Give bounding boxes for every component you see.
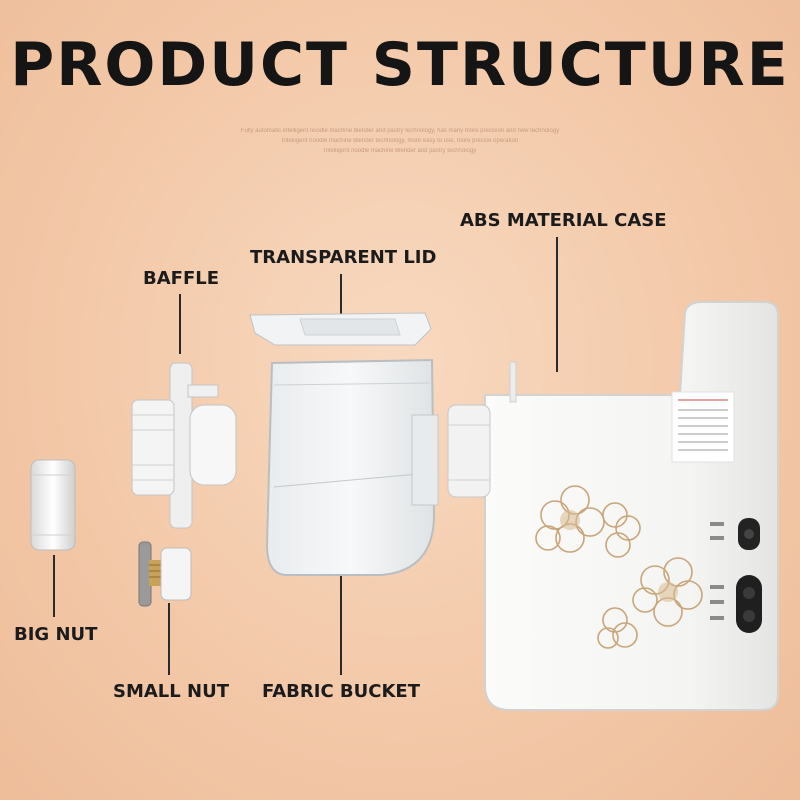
label-small-nut: SMALL NUT — [113, 681, 229, 702]
leader-line-big-nut — [53, 555, 55, 617]
label-transparent-lid: TRANSPARENT LID — [250, 247, 437, 268]
leader-line-fabric-bucket — [340, 575, 342, 675]
fabric-bucket-image — [262, 355, 442, 580]
baffle-image — [122, 355, 242, 535]
leader-line-transparent-lid — [340, 274, 342, 314]
label-fabric-bucket: FABRIC BUCKET — [262, 681, 420, 702]
label-big-nut: BIG NUT — [14, 624, 98, 645]
leader-line-baffle — [179, 294, 181, 354]
leader-line-small-nut — [168, 603, 170, 675]
fine-print-line-2: Intelligent noodle machine Blender techn… — [281, 138, 519, 144]
big-nut-image — [28, 455, 78, 555]
transparent-lid-image — [245, 305, 435, 350]
small-nut-image — [135, 540, 195, 610]
label-baffle: BAFFLE — [143, 268, 220, 289]
machine-body-image — [440, 300, 785, 715]
fine-print-line-1: Fully automatic intelligent noodle machi… — [240, 128, 560, 134]
fine-print-line-3: Intelligent noodle machine Blender and p… — [323, 148, 477, 154]
label-abs-material-case: ABS MATERIAL CASE — [460, 210, 667, 231]
page-title: PRODUCT STRUCTURE — [10, 30, 790, 100]
leader-line-abs-case — [556, 237, 558, 372]
